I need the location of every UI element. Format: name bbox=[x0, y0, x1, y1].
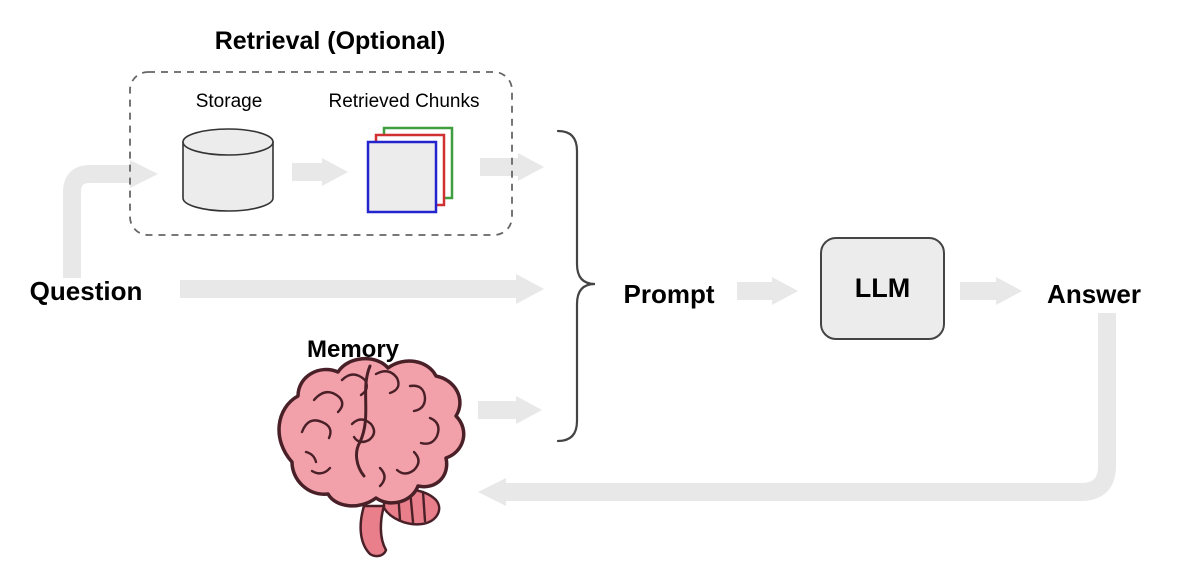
storage-label: Storage bbox=[195, 91, 263, 112]
brain-icon bbox=[277, 356, 466, 558]
question-to-prompt-arrow bbox=[180, 274, 544, 304]
memory-to-prompt-arrow bbox=[478, 396, 542, 424]
answer-label: Answer bbox=[1047, 279, 1141, 309]
answer-to-memory-arrow bbox=[478, 313, 1116, 506]
llm-node: LLM bbox=[820, 237, 945, 340]
question-to-retrieval-arrow bbox=[63, 160, 158, 278]
storage-database-icon bbox=[182, 128, 274, 212]
llm-label: LLM bbox=[854, 273, 911, 303]
question-label: Question bbox=[29, 276, 143, 306]
prompt-to-llm-arrow bbox=[737, 277, 798, 305]
prompt-label: Prompt bbox=[623, 279, 715, 309]
storage-to-chunks-arrow bbox=[292, 158, 348, 186]
gather-brace bbox=[556, 129, 596, 443]
chunks-to-prompt-arrow bbox=[480, 153, 544, 181]
retrieved-chunks-icon bbox=[366, 126, 454, 214]
retrieved-chunks-label: Retrieved Chunks bbox=[328, 91, 480, 112]
memory-label: Memory bbox=[306, 336, 400, 363]
llm-to-answer-arrow bbox=[960, 277, 1022, 305]
retrieval-group-box bbox=[129, 71, 513, 236]
retrieval-group-title: Retrieval (Optional) bbox=[214, 27, 446, 55]
